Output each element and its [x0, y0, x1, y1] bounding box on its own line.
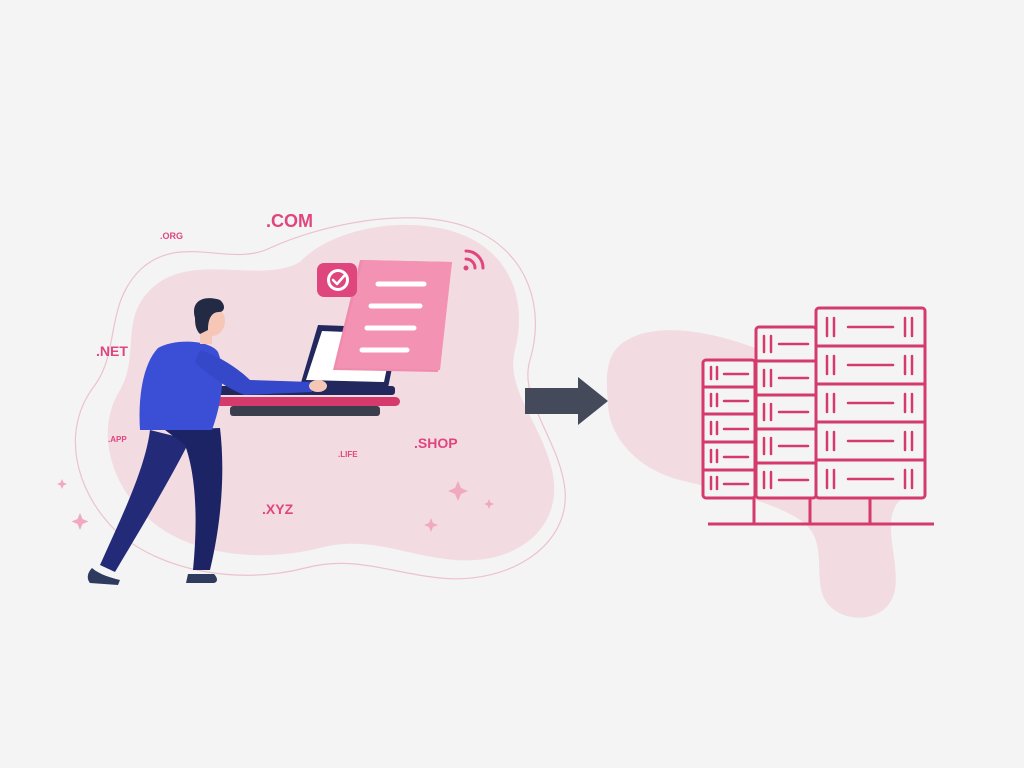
- domain-label-xyz: .XYZ: [262, 501, 294, 517]
- server-rack-left: [701, 358, 757, 500]
- sparkle-icon: [57, 479, 494, 532]
- domain-label-org: .ORG: [160, 231, 184, 241]
- server-rack-stand: [708, 498, 934, 526]
- domain-label-life: .LIFE: [338, 450, 358, 459]
- domain-label-app: .APP: [108, 435, 127, 444]
- document-card: [333, 260, 452, 372]
- arrow-right-icon: [525, 377, 608, 425]
- wifi-signal-icon: [463, 249, 485, 271]
- server-rack-middle: [754, 325, 818, 500]
- server-rack-icon: [701, 306, 934, 526]
- left-blob-outline: [74, 217, 566, 580]
- server-rack-right: [814, 306, 927, 500]
- domain-label-com: .COM: [266, 211, 313, 231]
- domain-label-net: .NET: [96, 343, 128, 359]
- person-figure: [87, 298, 327, 585]
- domain-label-shop: .SHOP: [414, 435, 458, 451]
- check-badge-icon: [317, 263, 357, 297]
